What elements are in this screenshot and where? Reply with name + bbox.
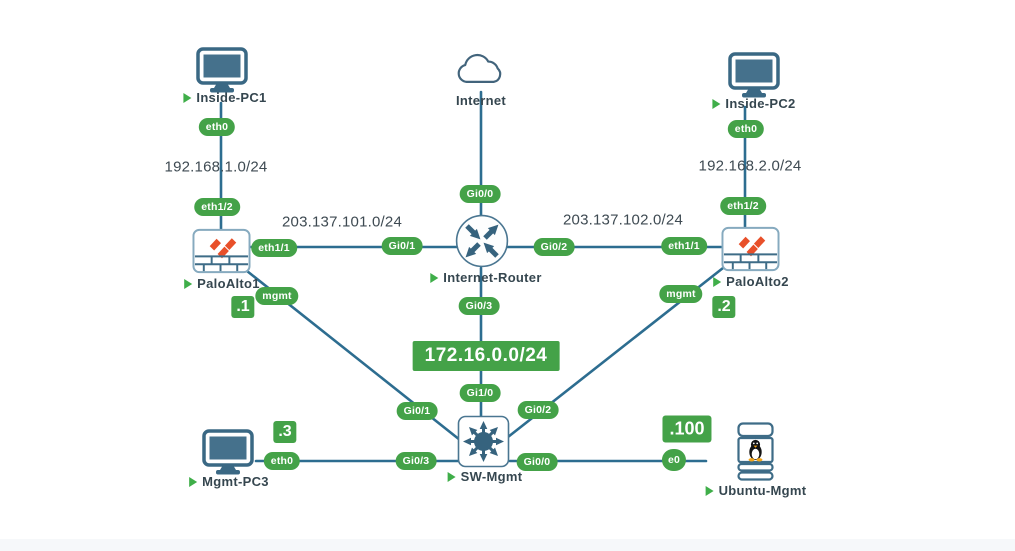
node-label-text: Internet	[455, 93, 507, 108]
node-label-text: SW-Mgmt	[460, 469, 523, 484]
subnet-box-mgmt-net: 172.16.0.0/24	[412, 341, 560, 371]
pc-monitor-icon[interactable]	[728, 52, 780, 98]
host-address-ubuntu-mgmt: .100	[662, 415, 712, 443]
label-mgmt-pc3: Mgmt-PC3	[189, 474, 269, 489]
brick-wall-icon	[194, 255, 249, 272]
triangle-marker-icon	[183, 92, 192, 103]
label-paloalto1: PaloAlto1	[184, 276, 260, 291]
triangle-marker-icon	[713, 276, 722, 287]
triangle-marker-icon	[447, 471, 456, 482]
iface-badge-router-gi0-3: Gi0/3	[458, 297, 500, 315]
linux-server-icon[interactable]	[737, 422, 774, 481]
pc-monitor-icon[interactable]	[196, 47, 248, 93]
host-address-mgmt-pc3: .3	[273, 421, 297, 443]
node-label-text: Mgmt-PC3	[202, 474, 269, 489]
switch-icon[interactable]	[457, 415, 510, 468]
node-label-text: Ubuntu-Mgmt	[718, 483, 807, 498]
node-label-text: PaloAlto2	[726, 274, 789, 289]
iface-badge-pa2-eth1-2: eth1/2	[720, 197, 766, 215]
iface-badge-ubuntu-e0: e0	[661, 449, 687, 471]
iface-badge-pa2-mgmt: mgmt	[659, 285, 703, 303]
iface-badge-pc3-eth0: eth0	[263, 452, 301, 470]
label-paloalto2: PaloAlto2	[713, 274, 789, 289]
label-inside-pc2: Inside-PC2	[712, 96, 795, 111]
triangle-marker-icon	[705, 485, 714, 496]
node-label-text: PaloAlto1	[197, 276, 260, 291]
firewall-icon[interactable]	[721, 226, 780, 272]
subnet-label-wan2: 203.137.102.0/24	[563, 211, 683, 229]
iface-badge-sw-gi0-0: Gi0/0	[516, 453, 558, 471]
pc-monitor-icon[interactable]	[202, 429, 254, 475]
label-sw-mgmt: SW-Mgmt	[447, 469, 523, 484]
iface-badge-router-gi0-0: Gi0/0	[459, 185, 501, 203]
iface-badge-router-gi0-1: Gi0/1	[381, 237, 423, 255]
label-inside-pc1: Inside-PC1	[183, 90, 266, 105]
triangle-marker-icon	[430, 272, 439, 283]
subnet-label-lan1: 192.168.1.0/24	[164, 158, 268, 176]
label-internet: Internet	[456, 93, 506, 108]
subnet-label-lan2: 192.168.2.0/24	[698, 157, 802, 175]
label-internet-router: Internet-Router	[430, 270, 541, 285]
node-label-text: Inside-PC1	[196, 90, 267, 105]
node-label-text: Internet-Router	[443, 270, 542, 285]
iface-badge-pa1-mgmt: mgmt	[255, 287, 299, 305]
iface-badge-pa2-eth1-1: eth1/1	[661, 237, 707, 255]
label-ubuntu-mgmt: Ubuntu-Mgmt	[705, 483, 807, 498]
iface-badge-sw-gi0-3: Gi0/3	[395, 452, 437, 470]
page-footer-strip	[0, 539, 1015, 551]
cloud-icon[interactable]	[452, 50, 510, 92]
router-icon[interactable]	[455, 214, 509, 268]
node-label-text: Inside-PC2	[725, 96, 796, 111]
iface-badge-pc2-eth0: eth0	[727, 120, 765, 138]
iface-badge-pa1-eth1-2: eth1/2	[194, 198, 240, 216]
iface-badge-sw-gi0-2: Gi0/2	[517, 401, 559, 419]
iface-badge-sw-gi0-1: Gi0/1	[396, 402, 438, 420]
subnet-label-wan1: 203.137.101.0/24	[282, 213, 402, 231]
firewall-icon[interactable]	[192, 228, 251, 274]
brick-wall-icon	[723, 253, 778, 270]
triangle-marker-icon	[712, 98, 721, 109]
triangle-marker-icon	[184, 278, 193, 289]
iface-badge-sw-gi1-0: Gi1/0	[459, 384, 501, 402]
iface-badge-pa1-eth1-1: eth1/1	[251, 239, 297, 257]
iface-badge-pc1-eth0: eth0	[198, 118, 236, 136]
iface-badge-router-gi0-2: Gi0/2	[533, 238, 575, 256]
triangle-marker-icon	[189, 476, 198, 487]
tux-penguin-icon	[748, 439, 763, 462]
host-address-paloalto1: .1	[231, 296, 255, 318]
host-address-paloalto2: .2	[712, 296, 736, 318]
